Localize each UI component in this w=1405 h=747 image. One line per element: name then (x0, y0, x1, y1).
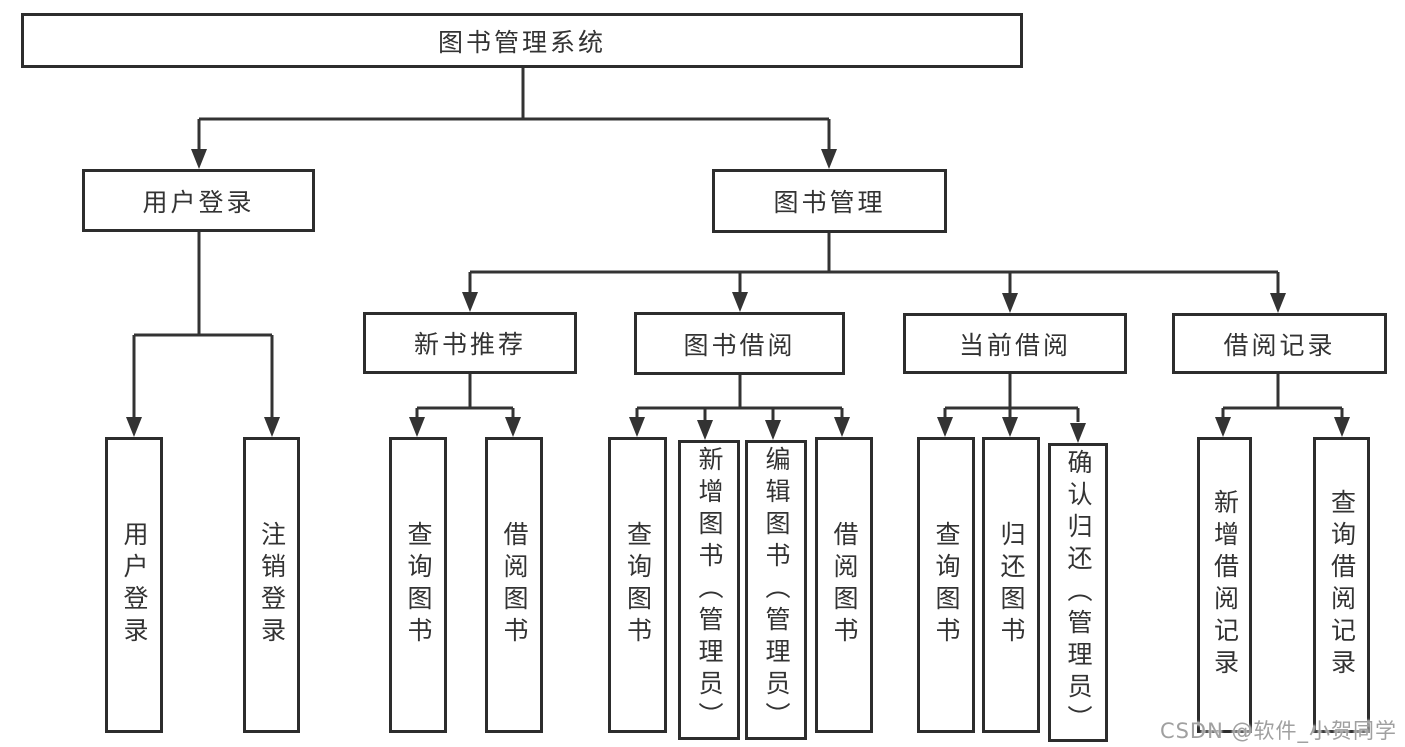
leaf-logout-label: 注销登录 (257, 521, 287, 649)
node-borrowing-records-label: 借阅记录 (1223, 330, 1336, 360)
node-book-management: 图书管理 (712, 169, 947, 233)
leaf-return-book-label: 归还图书 (997, 521, 1026, 649)
leaf-query-book-1-label: 查询图书 (404, 521, 433, 649)
leaf-edit-book-admin: 编辑图书（管理员） (745, 440, 807, 740)
leaf-query-borrow-record: 查询借阅记录 (1313, 437, 1370, 733)
leaf-add-borrow-record-label: 新增借阅记录 (1210, 489, 1240, 681)
node-new-book-recommend: 新书推荐 (363, 312, 577, 374)
leaf-add-borrow-record: 新增借阅记录 (1197, 437, 1252, 733)
leaf-borrow-book-2-label: 借阅图书 (830, 521, 859, 649)
leaf-add-book-admin: 新增图书（管理员） (678, 440, 740, 740)
node-user-login: 用户登录 (82, 169, 315, 232)
leaf-query-book-2-label: 查询图书 (623, 521, 653, 649)
leaf-query-book-1: 查询图书 (389, 437, 447, 733)
node-borrowing-records: 借阅记录 (1172, 313, 1387, 374)
node-book-borrowing: 图书借阅 (634, 312, 845, 375)
node-current-borrowing-label: 当前借阅 (958, 330, 1071, 360)
leaf-query-book-3-label: 查询图书 (932, 521, 961, 649)
leaf-edit-book-admin-label: 编辑图书（管理员） (762, 446, 791, 734)
leaf-user-login-label: 用户登录 (120, 521, 149, 649)
leaf-query-book-2: 查询图书 (608, 437, 667, 733)
leaf-return-book: 归还图书 (982, 437, 1040, 733)
leaf-add-book-admin-label: 新增图书（管理员） (695, 446, 724, 734)
node-book-management-label: 图书管理 (773, 188, 886, 217)
node-book-borrowing-label: 图书借阅 (683, 330, 796, 360)
node-user-login-label: 用户登录 (142, 187, 255, 217)
leaf-logout: 注销登录 (243, 437, 300, 733)
leaf-borrow-book-1-label: 借阅图书 (500, 521, 529, 649)
leaf-borrow-book-2: 借阅图书 (815, 437, 873, 733)
node-root: 图书管理系统 (21, 13, 1023, 68)
leaf-user-login: 用户登录 (105, 437, 163, 733)
watermark-text: CSDN @软件_小贺同学 (1159, 719, 1397, 743)
node-root-label: 图书管理系统 (437, 27, 606, 57)
leaf-query-borrow-record-label: 查询借阅记录 (1327, 489, 1357, 681)
node-current-borrowing: 当前借阅 (903, 313, 1127, 374)
node-new-book-recommend-label: 新书推荐 (413, 330, 526, 359)
leaf-confirm-return-admin-label: 确认归还（管理员） (1064, 448, 1093, 737)
leaf-query-book-3: 查询图书 (917, 437, 975, 733)
leaf-confirm-return-admin: 确认归还（管理员） (1048, 443, 1108, 742)
leaf-borrow-book-1: 借阅图书 (485, 437, 543, 733)
